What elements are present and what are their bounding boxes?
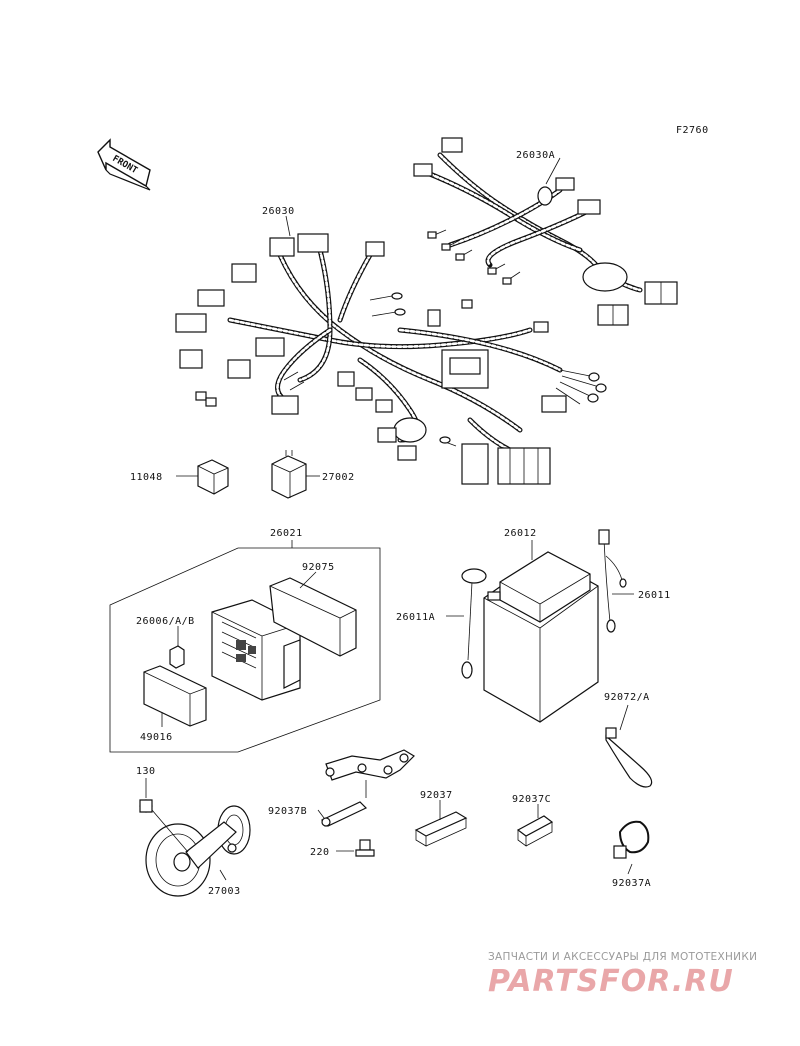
label-11048: 11048 (130, 472, 163, 483)
clamp-92037b (320, 801, 368, 827)
label-130: 130 (136, 766, 156, 777)
front-arrow-icon: FRONT (97, 138, 151, 191)
clamp-92037 (414, 800, 468, 847)
label-26011a: 26011A (396, 612, 435, 623)
sub-harness-26030a (413, 137, 678, 326)
label-26021: 26021 (270, 528, 303, 539)
label-220: 220 (310, 847, 330, 858)
band-92072a (605, 704, 653, 788)
bracket-part (325, 749, 415, 798)
cap-11048 (197, 459, 229, 495)
watermark-tagline: ЗАПЧАСТИ И АКСЕССУАРЫ ДЛЯ МОТОТЕХНИКИ (488, 951, 758, 963)
label-92037b: 92037B (268, 806, 307, 817)
clamp-92037c (516, 804, 554, 847)
main-harness-26030 (175, 233, 607, 485)
label-92037: 92037 (420, 790, 453, 801)
label-26030: 26030 (262, 206, 295, 217)
figure-code: F2760 (676, 125, 709, 136)
clamp-92037a (613, 820, 650, 875)
leader-lines (176, 157, 634, 819)
label-49016: 49016 (140, 732, 173, 743)
label-26012: 26012 (504, 528, 537, 539)
bolt-220 (336, 839, 375, 857)
label-92072a: 92072/A (604, 692, 650, 703)
label-92037a: 92037A (612, 878, 651, 889)
label-27003: 27003 (208, 886, 241, 897)
watermark-logo: PARTSFOR.RU (488, 964, 734, 999)
label-26011: 26011 (638, 590, 671, 601)
relay-27002 (271, 450, 307, 499)
label-27002: 27002 (322, 472, 355, 483)
label-26030a: 26030A (516, 150, 555, 161)
battery-26012 (461, 529, 627, 723)
junction-box-26021 (109, 540, 381, 753)
label-92075: 92075 (302, 562, 335, 573)
part-labels: 26030A 26030 11048 27002 26021 92075 260… (130, 150, 671, 897)
label-26006ab: 26006/A/B (136, 616, 195, 627)
label-92037c: 92037C (512, 794, 551, 805)
horn-27003 (139, 778, 251, 897)
